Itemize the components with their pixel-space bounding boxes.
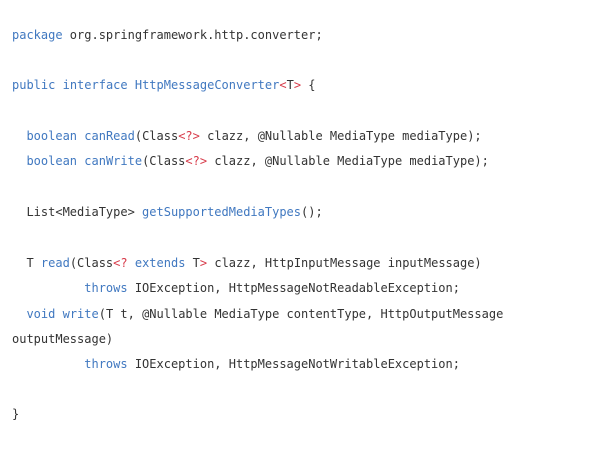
code-token	[12, 129, 26, 143]
code-token	[128, 256, 135, 270]
code-token: T	[12, 256, 41, 270]
code-token: {	[301, 78, 316, 92]
code-token: org.springframework.http.converter;	[62, 28, 323, 42]
code-token: List<MediaType>	[12, 205, 143, 219]
code-token	[12, 281, 84, 295]
code-token: boolean	[26, 129, 78, 143]
code-token: void	[26, 307, 56, 321]
code-line-closing-brace: }	[12, 406, 19, 422]
code-token	[128, 78, 135, 92]
code-line-package: package org.springframework.http.convert…	[12, 27, 323, 43]
code-token: T	[286, 78, 294, 92]
code-token: read	[40, 256, 70, 270]
code-token: public	[12, 78, 56, 92]
code-token: <?>	[185, 154, 208, 168]
code-token: }	[12, 407, 20, 421]
code-line-write: void write(T t, @Nullable MediaType cont…	[12, 306, 503, 322]
code-token: throws	[84, 357, 128, 371]
code-token: (T t, @Nullable MediaType contentType, H…	[98, 307, 504, 321]
code-token: <?	[113, 256, 128, 270]
code-token: IOException, HttpMessageNotReadableExcep…	[127, 281, 460, 295]
code-token: clazz, @Nullable MediaType mediaType);	[199, 129, 482, 143]
code-token: <?>	[178, 129, 200, 143]
code-line-can-read: boolean canRead(Class<?> clazz, @Nullabl…	[12, 128, 482, 144]
code-token: >	[199, 256, 208, 270]
code-token: write	[62, 307, 99, 321]
code-token: getSupportedMediaTypes	[142, 205, 301, 219]
code-token: clazz, HttpInputMessage inputMessage)	[207, 256, 482, 270]
code-token	[55, 78, 62, 92]
code-line-read: T read(Class<? extends T> clazz, HttpInp…	[12, 255, 482, 271]
code-line-get-supported-media-types: List<MediaType> getSupportedMediaTypes()…	[12, 204, 323, 220]
code-token: outputMessage)	[12, 332, 114, 346]
code-token: ();	[301, 205, 323, 219]
code-token: canWrite	[84, 154, 143, 168]
code-line-interface-declaration: public interface HttpMessageConverter<T>…	[12, 77, 316, 93]
code-token: clazz, @Nullable MediaType mediaType);	[207, 154, 489, 168]
code-token: package	[12, 28, 63, 42]
code-token: canRead	[84, 129, 135, 143]
code-token: (Class	[69, 256, 114, 270]
code-token: IOException, HttpMessageNotWritableExcep…	[127, 357, 460, 371]
code-line-read-throws: throws IOException, HttpMessageNotReadab…	[12, 280, 460, 296]
code-line-write-throws: throws IOException, HttpMessageNotWritab…	[12, 356, 460, 372]
code-token: HttpMessageConverter	[134, 78, 280, 92]
code-token: extends	[134, 256, 186, 270]
code-token: (Class	[134, 129, 179, 143]
code-token: (Class	[142, 154, 186, 168]
code-token	[55, 307, 62, 321]
code-token: >	[293, 78, 302, 92]
code-token	[12, 357, 84, 371]
code-token: interface	[62, 78, 128, 92]
code-token: T	[185, 256, 200, 270]
code-token: <	[279, 78, 287, 92]
code-line-can-write: boolean canWrite(Class<?> clazz, @Nullab…	[12, 153, 489, 169]
code-token	[12, 154, 26, 168]
code-token: boolean	[26, 154, 78, 168]
code-line-write-continuation: outputMessage)	[12, 331, 113, 347]
code-token	[12, 307, 26, 321]
code-token: throws	[84, 281, 128, 295]
